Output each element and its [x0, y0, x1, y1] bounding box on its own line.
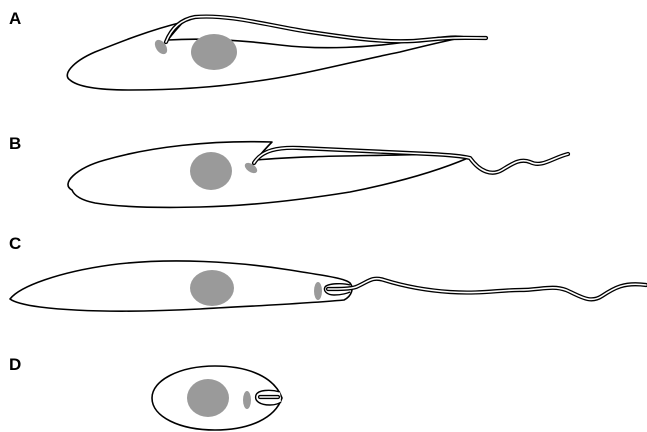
cell-d — [152, 366, 282, 430]
cell-c-body — [10, 261, 352, 311]
cell-d-kinetoplast — [243, 391, 251, 409]
cell-c-flagellum — [328, 279, 646, 300]
cell-d-nucleus — [187, 379, 229, 417]
cell-a-body — [67, 22, 465, 90]
cell-a-nucleus — [191, 34, 237, 70]
cell-c-nucleus — [190, 270, 234, 306]
cell-b — [68, 142, 568, 208]
cell-a — [67, 17, 486, 90]
cell-b-nucleus — [190, 152, 232, 190]
cell-c — [10, 261, 646, 311]
cell-c-kinetoplast — [314, 282, 322, 300]
